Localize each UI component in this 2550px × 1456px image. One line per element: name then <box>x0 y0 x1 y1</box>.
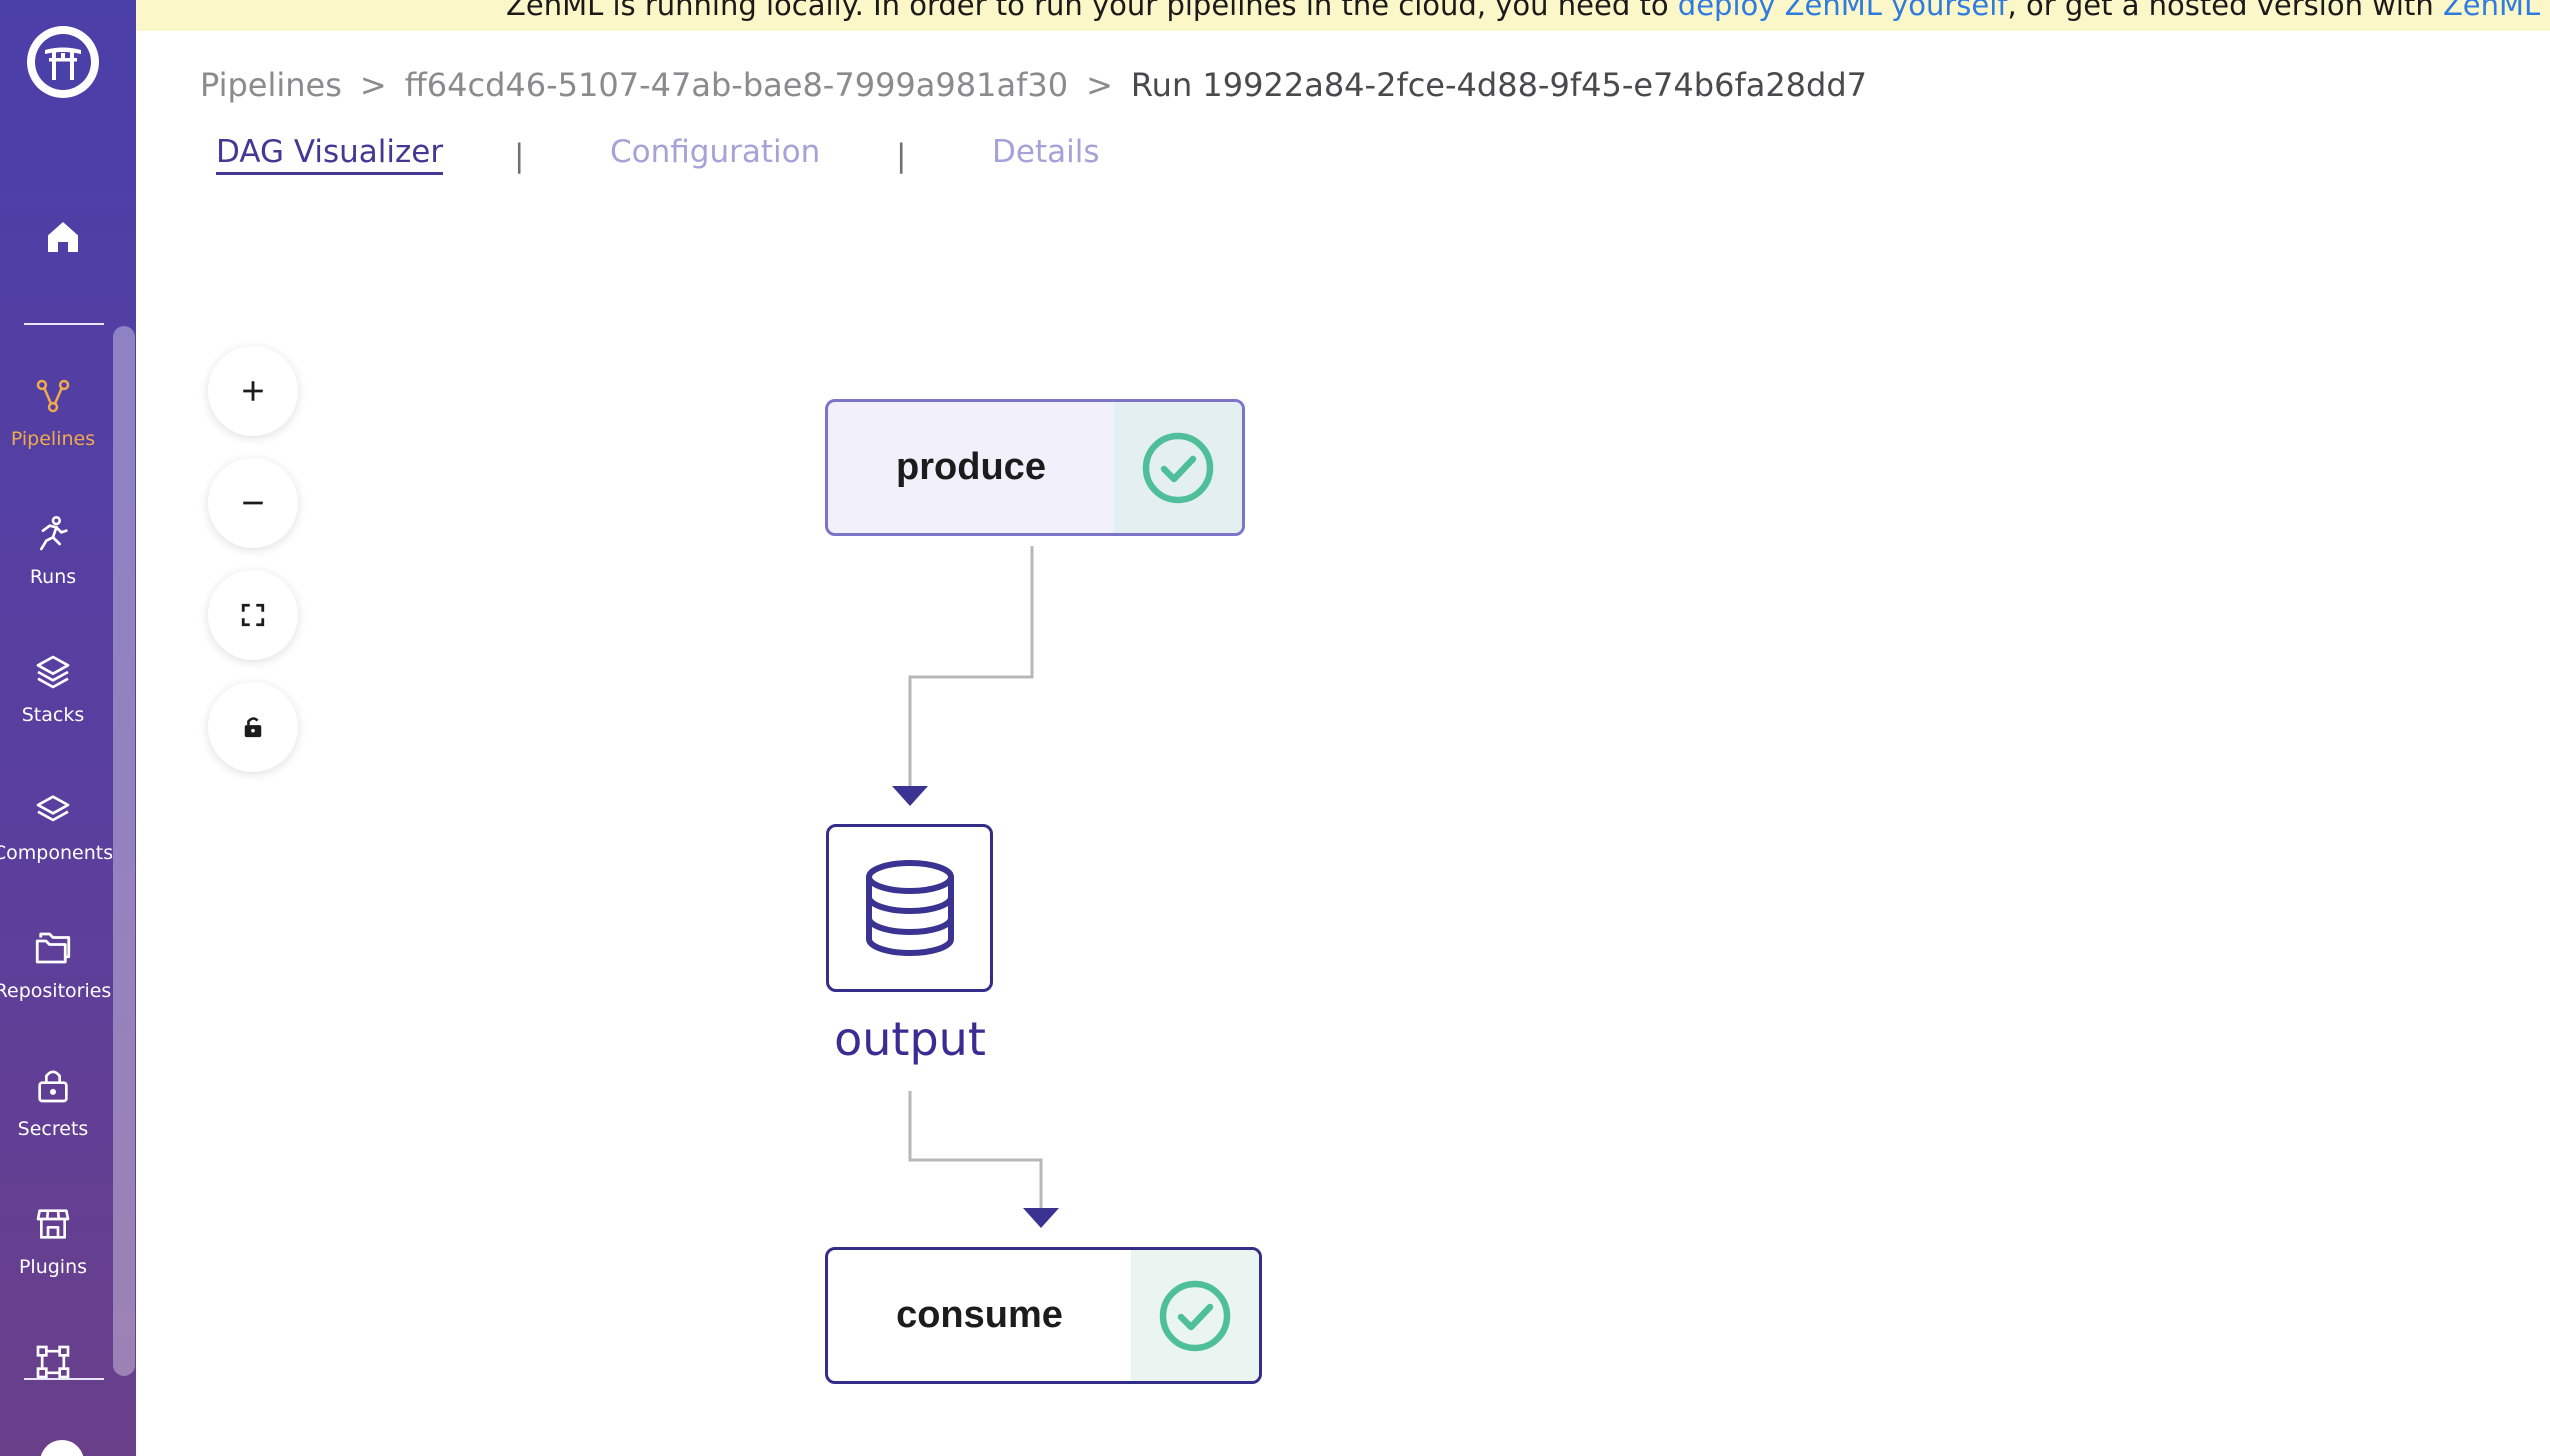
sidebar-item-secrets[interactable]: Secrets <box>0 1062 106 1140</box>
flow-icon <box>36 1345 70 1379</box>
sidebar-item-label: Pipelines <box>10 428 96 450</box>
sidebar-scrollbar[interactable] <box>113 326 135 1376</box>
zoom-in-icon <box>243 381 263 401</box>
fit-view-button[interactable] <box>208 570 298 660</box>
sidebar-item-label: Stacks <box>21 704 85 726</box>
sidebar: Pipelines Runs Stacks <box>0 0 136 1456</box>
database-icon <box>865 860 954 956</box>
zenml-cloud-link[interactable]: ZenML <box>2442 0 2541 22</box>
breadcrumb-separator: > <box>359 66 387 104</box>
breadcrumb-separator: > <box>1086 66 1113 104</box>
tab-separator: | <box>514 138 525 174</box>
step-name: produce <box>896 446 1046 488</box>
breadcrumb-pipeline-id[interactable]: ff64cd46-5107-47ab-bae8-7999a981af30 <box>404 66 1069 104</box>
stacks-icon <box>36 655 70 689</box>
sidebar-item-label: Components <box>0 842 114 864</box>
tab-details[interactable]: Details <box>992 134 1100 170</box>
toggle-interactivity-button[interactable] <box>208 682 298 772</box>
sidebar-item-runs[interactable]: Runs <box>0 510 106 588</box>
pipelines-icon <box>36 379 70 413</box>
avatar[interactable] <box>40 1440 84 1456</box>
banner-text: , or get a hosted version with <box>2007 0 2443 22</box>
zenml-logo[interactable] <box>27 26 99 98</box>
lock-icon <box>244 717 262 738</box>
sidebar-item-flows[interactable] <box>0 1338 106 1394</box>
artifact-name: output <box>834 1012 986 1066</box>
lock-icon <box>38 1070 68 1103</box>
breadcrumb-run-id: Run 19922a84-2fce-4d88-9f45-e74b6fa28dd7 <box>1130 66 1868 104</box>
sidebar-item-plugins[interactable]: Plugins <box>0 1200 106 1278</box>
breadcrumb: Pipelines > ff64cd46-5107-47ab-bae8-7999a9… <box>200 66 1867 104</box>
step-node-produce[interactable]: produce <box>825 399 1245 536</box>
sidebar-item-label: Repositories <box>0 980 112 1002</box>
step-status <box>1131 1250 1259 1381</box>
tab-configuration[interactable]: Configuration <box>610 134 821 170</box>
breadcrumb-pipelines[interactable]: Pipelines <box>200 66 342 104</box>
check-circle-icon <box>1142 432 1214 503</box>
artifact-node-output[interactable] <box>826 824 993 992</box>
sidebar-item-stacks[interactable]: Stacks <box>0 648 106 726</box>
zoom-out-icon <box>243 501 263 505</box>
sidebar-item-pipelines[interactable]: Pipelines <box>0 372 106 450</box>
edge-arrowhead <box>892 786 928 806</box>
sidebar-item-label: Secrets <box>17 1118 89 1140</box>
edge-produce-output <box>908 546 1034 788</box>
local-deployment-banner: ZenML is running locally. In order to ru… <box>136 0 2550 31</box>
edge-arrowhead <box>1023 1208 1059 1228</box>
fit-view-icon <box>241 603 265 627</box>
banner-text: ZenML is running locally. In order to ru… <box>506 0 1678 22</box>
step-name: consume <box>896 1294 1063 1336</box>
tab-dag-visualizer[interactable]: DAG Visualizer <box>216 134 444 175</box>
check-circle-icon <box>1159 1280 1231 1351</box>
zoom-out-button[interactable] <box>208 458 298 548</box>
home-icon <box>48 222 78 252</box>
store-icon <box>36 1209 70 1239</box>
sidebar-item-label: Runs <box>29 566 77 588</box>
components-icon <box>36 795 70 822</box>
home-button[interactable] <box>39 213 87 261</box>
tab-separator: | <box>896 138 907 174</box>
runner-icon <box>40 516 68 551</box>
zoom-in-button[interactable] <box>208 346 298 436</box>
step-node-consume[interactable]: consume <box>825 1247 1262 1384</box>
sidebar-divider <box>24 1378 104 1380</box>
sidebar-item-components[interactable]: Components <box>0 786 113 864</box>
step-status <box>1114 402 1242 533</box>
edge-output-consume <box>908 1091 1043 1209</box>
sidebar-divider <box>24 323 104 325</box>
folder-icon <box>35 932 71 964</box>
deploy-zenml-link[interactable]: deploy ZenML yourself <box>1677 0 2008 22</box>
torii-logo-icon <box>33 32 93 92</box>
sidebar-item-repositories[interactable]: Repositories <box>0 924 111 1002</box>
sidebar-item-label: Plugins <box>18 1256 88 1278</box>
